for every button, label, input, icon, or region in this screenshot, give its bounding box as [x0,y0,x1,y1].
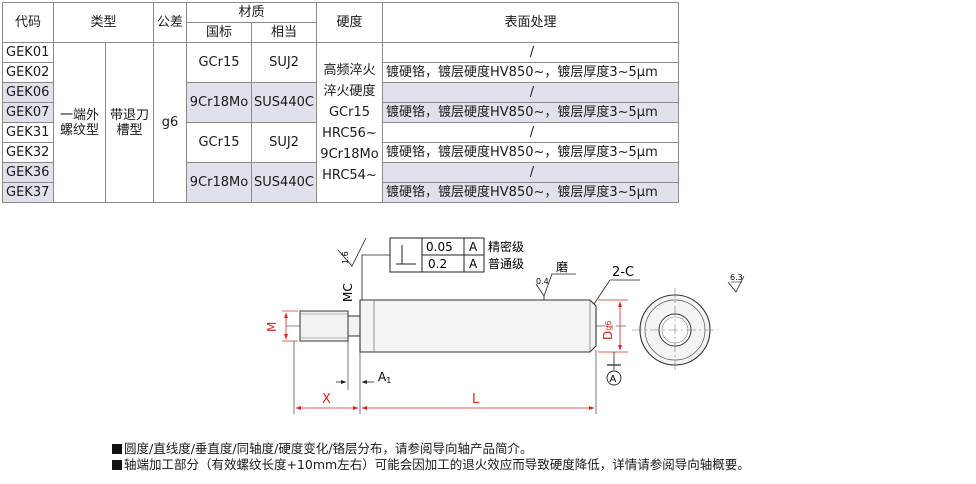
grind-label: 磨 [556,260,568,274]
type-main: 一端外螺纹型 [53,42,106,203]
surface-plated: 镀硬铬，镀层硬度HV850~，镀层厚度3~5μm [382,62,679,83]
a1-label: A1 [378,370,391,385]
header-material-equiv: 相当 [251,22,317,43]
tolerance-datum: A [469,240,478,254]
datum-label: A [610,374,617,385]
d-dimension: Dg6 [598,299,628,353]
roughness-symbol-left: 1.6 [337,237,367,267]
surface-none: / [382,122,679,143]
grind-annotation: 0.4 磨 [535,260,576,300]
material-equiv: SUS440C [251,82,317,123]
material-equiv: SUJ2 [251,42,317,83]
header-material: 材质 [186,2,317,23]
surface-plated: 镀硬铬，镀层硬度HV850~，镀层厚度3~5μm [382,142,679,163]
datum-a: A [606,352,622,386]
note-1: 圆度/直线度/垂直度/同轴度/硬度变化/铬层分布，请参阅导向轴产品简介。 [112,441,750,457]
code-cell: GEK02 [2,62,54,83]
end-view [632,288,718,372]
tolerance-datum: A [469,257,478,271]
header-surface: 表面处理 [382,2,679,43]
svg-text:1.6: 1.6 [341,251,350,264]
bullet-square-icon [112,444,122,454]
header-hardness: 硬度 [316,2,383,43]
grade-precision: 精密级 [488,239,524,254]
spec-table: 代码 类型 公差 材质 硬度 表面处理 国标 相当 GEK01 一端外螺纹型 带… [2,2,679,203]
code-cell: GEK07 [2,102,54,123]
code-cell: GEK36 [2,162,54,183]
chamfer-label: 2-C [612,265,634,280]
header-material-gb: 国标 [186,22,252,43]
code-cell: GEK37 [2,182,54,203]
roughness-right: 6.3 [730,273,743,282]
material-gb: 9Cr18Mo [186,162,252,203]
material-equiv: SUJ2 [251,122,317,163]
shaft-drawing: 0.05 0.2 A A 精密级 普通级 1.6 MC M [265,237,745,414]
tolerance-value-normal: 0.2 [428,257,447,271]
threaded-end [299,310,361,342]
bullet-square-icon [112,460,122,470]
shaft-body [359,299,597,353]
code-cell: GEK01 [2,42,54,63]
type-sub: 带退刀槽型 [105,42,154,203]
tolerance-value-precision: 0.05 [426,240,453,254]
material-gb: GCr15 [186,122,252,163]
material-equiv: SUS440C [251,162,317,203]
m-dimension: M [265,310,298,342]
hardness-cell: 高频淬火 淬火硬度 GCr15 HRC56~ 9Cr18Mo HRC54~ [316,42,383,203]
surface-none: / [382,82,679,103]
x-l-dimension: X L [293,341,597,414]
code-cell: GEK31 [2,122,54,143]
note-2: 轴端加工部分（有效螺纹长度+10mm左右）可能会因加工的退火效应而导致硬度降低，… [112,457,750,473]
x-label: X [322,392,331,407]
header-type: 类型 [53,2,154,43]
surface-plated: 镀硬铬，镀层硬度HV850~，镀层厚度3~5μm [382,182,679,203]
chamfer-annotation: 2-C [593,265,640,305]
grade-normal: 普通级 [488,257,524,271]
tolerance-frame: 0.05 0.2 A A 精密级 普通级 [361,237,524,286]
surface-none: / [382,162,679,183]
roughness-body: 0.4 [536,277,549,286]
code-cell: GEK06 [2,82,54,103]
surface-plated: 镀硬铬，镀层硬度HV850~，镀层厚度3~5μm [382,102,679,123]
surface-none: / [382,42,679,63]
tolerance-cell: g6 [153,42,187,203]
mc-label: MC [341,283,355,302]
l-label: L [472,392,480,407]
roughness-symbol-right: 6.3 [727,273,745,293]
m-label: M [265,322,279,332]
header-tolerance: 公差 [153,2,187,43]
material-gb: 9Cr18Mo [186,82,252,123]
notes: 圆度/直线度/垂直度/同轴度/硬度变化/铬层分布，请参阅导向轴产品简介。 轴端加… [112,441,750,473]
a1-dimension: A1 [336,341,391,414]
material-gb: GCr15 [186,42,252,83]
header-code: 代码 [2,2,54,43]
d-label: Dg6 [601,321,615,340]
code-cell: GEK32 [2,142,54,163]
